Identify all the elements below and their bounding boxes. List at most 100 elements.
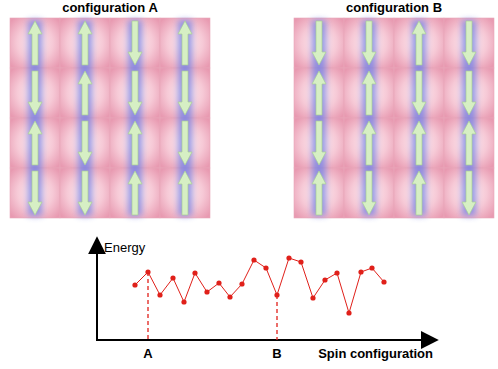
spin-arrow — [28, 71, 42, 115]
spin-arrow — [412, 121, 426, 165]
energy-point — [192, 270, 197, 275]
energy-point — [369, 265, 374, 270]
lattice-cell — [10, 168, 60, 218]
lattice-cell — [394, 118, 444, 168]
lattice-cell — [344, 18, 394, 68]
energy-chart — [96, 238, 437, 341]
energy-point — [263, 265, 268, 270]
lattice-cell — [344, 68, 394, 118]
lattice-cell — [10, 18, 60, 68]
energy-point — [251, 257, 256, 262]
marker-label: B — [272, 346, 281, 361]
lattice-cell — [294, 118, 344, 168]
spin-glow — [78, 20, 92, 216]
panel-heading: configuration A — [8, 0, 212, 16]
energy-point — [216, 280, 221, 285]
energy-point — [346, 310, 351, 315]
spin-arrow — [412, 171, 426, 215]
lattice-cell — [160, 168, 210, 218]
lattice-cell — [160, 18, 210, 68]
spin-glow — [28, 20, 42, 216]
lattice-cell — [60, 18, 110, 68]
lattice-cell — [444, 18, 494, 68]
lattice-cell — [60, 68, 110, 118]
spin-arrow — [412, 21, 426, 65]
spin-arrow — [178, 171, 192, 215]
spin-arrow — [362, 121, 376, 165]
lattice-cell — [394, 18, 444, 68]
spin-arrow — [178, 21, 192, 65]
energy-point — [274, 292, 279, 297]
marker-label: A — [143, 346, 152, 361]
energy-point — [181, 299, 186, 304]
energy-point — [381, 279, 386, 284]
spin-arrow — [362, 21, 376, 65]
energy-point — [204, 289, 209, 294]
spin-arrow — [28, 21, 42, 65]
lattice-cell — [444, 68, 494, 118]
lattice-cell — [444, 168, 494, 218]
spin-arrow — [78, 21, 92, 65]
spin-arrow — [178, 71, 192, 115]
lattice-cell — [160, 68, 210, 118]
axis-label: Energy — [104, 240, 145, 255]
spin-glow — [412, 20, 426, 216]
lattice-cell — [394, 168, 444, 218]
spin-arrow — [78, 121, 92, 165]
spin-arrow — [362, 71, 376, 115]
spin-glow — [128, 20, 142, 216]
energy-point — [145, 269, 150, 274]
spin-arrow — [128, 71, 142, 115]
lattice-cell — [294, 18, 344, 68]
spin-arrow — [412, 71, 426, 115]
lattice-cell — [110, 18, 160, 68]
energy-point — [322, 277, 327, 282]
energy-line — [135, 258, 384, 313]
spin-arrow — [462, 121, 476, 165]
energy-point — [170, 275, 175, 280]
spin-arrow — [128, 121, 142, 165]
x-axis — [96, 339, 437, 341]
lattice-cell — [294, 168, 344, 218]
spin-glow — [178, 20, 192, 216]
lattice-cell — [294, 68, 344, 118]
spin-arrow — [462, 21, 476, 65]
energy-point — [310, 295, 315, 300]
spin-arrow — [462, 71, 476, 115]
marker-line — [276, 295, 277, 340]
lattice-cell — [10, 118, 60, 168]
spin-arrow — [462, 171, 476, 215]
y-axis — [96, 238, 98, 341]
spin-arrow — [312, 171, 326, 215]
energy-point — [286, 255, 291, 260]
lattice-cell — [160, 118, 210, 168]
spin-grid — [10, 18, 210, 218]
spin-arrow — [178, 121, 192, 165]
spin-arrow — [362, 171, 376, 215]
lattice-cell — [60, 168, 110, 218]
lattice-cell — [10, 68, 60, 118]
configuration-panel: configuration A — [8, 0, 212, 218]
lattice-cell — [394, 68, 444, 118]
spin-arrow — [128, 171, 142, 215]
spin-arrow — [28, 121, 42, 165]
spin-arrow — [28, 171, 42, 215]
spin-glow — [462, 20, 476, 216]
spin-glow — [362, 20, 376, 216]
lattice-cell — [110, 168, 160, 218]
axis-label: Spin configuration — [318, 346, 433, 361]
energy-point — [358, 269, 363, 274]
energy-point — [298, 259, 303, 264]
configuration-panel: configuration B — [292, 0, 496, 218]
spin-arrow — [312, 21, 326, 65]
spin-arrow — [312, 121, 326, 165]
spin-grid — [294, 18, 494, 218]
lattice-cell — [344, 118, 394, 168]
energy-point — [227, 294, 232, 299]
lattice-cell — [110, 118, 160, 168]
lattice-cell — [344, 168, 394, 218]
lattice-cell — [444, 118, 494, 168]
spin-arrow — [128, 21, 142, 65]
spin-arrow — [312, 71, 326, 115]
